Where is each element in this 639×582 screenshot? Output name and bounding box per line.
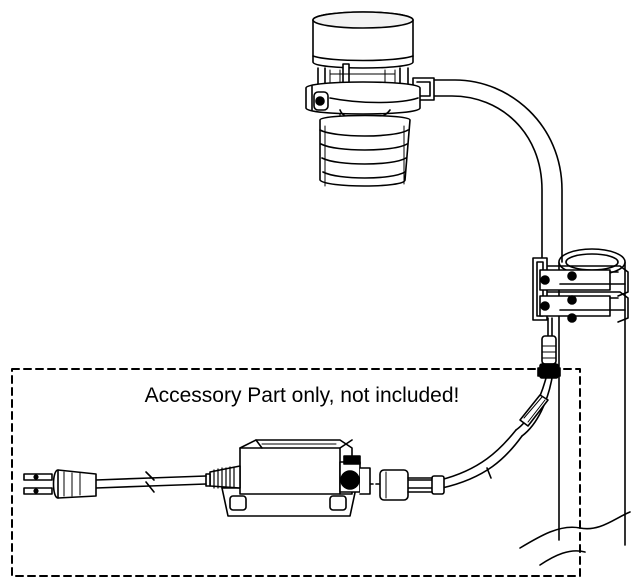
ac-plug-icon [23,469,207,499]
cable-connector-icon [537,335,561,379]
power-adapter-icon [205,439,371,517]
accessory-dashed-border [11,368,581,577]
inline-coupler-icon [357,469,445,501]
pole-clamp-icon [532,257,629,323]
curved-mounting-arm-icon [412,77,563,263]
radiation-shield-icon [319,114,411,187]
accessory-note-label: Accessory Part only, not included! [144,384,460,407]
weather-sensor-head-icon [305,11,421,129]
power-cable-icon [407,377,553,489]
mounting-pole-icon [519,248,631,566]
sensor-cable-icon [547,317,553,337]
